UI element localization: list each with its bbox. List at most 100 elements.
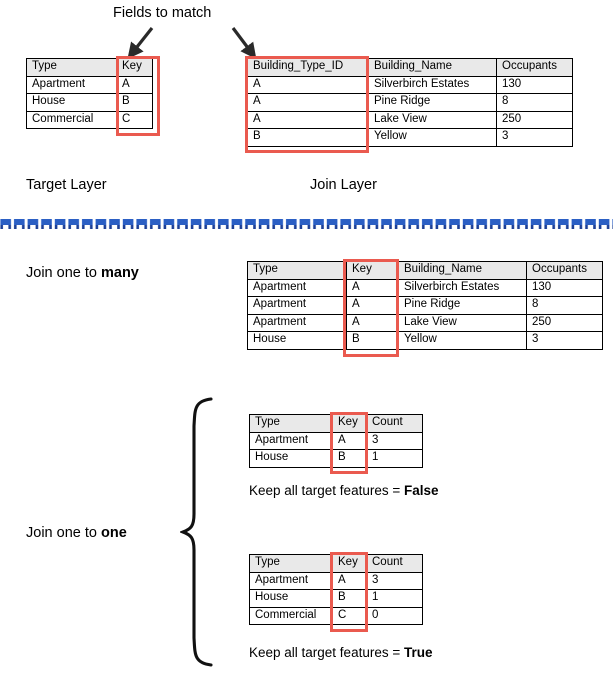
column-header-key: Key [116,58,153,77]
keep-all-false-value: False [403,483,439,498]
cell-building-type-id: B [247,128,369,147]
column-header-occupants: Occupants [526,261,603,280]
target-layer-table-wrap: Type Key Apartment A House B Commercial … [26,58,153,129]
cell-building-name: Pine Ridge [398,296,527,315]
cell-type: House [26,93,117,112]
arrow-to-join-key [231,27,257,60]
join-layer-table: Building_Type_ID Building_Name Occupants… [247,58,573,147]
cell-type: Commercial [26,110,117,129]
column-header-occupants: Occupants [496,58,573,77]
cell-type: House [249,449,333,468]
one-to-one-true-table-wrap: Type Key Count Apartment A 3 House B 1 C… [249,554,423,625]
table-row: House B [26,93,153,112]
target-layer-caption: Target Layer [26,177,107,193]
cell-count: 3 [366,431,423,450]
table-row: B Yellow 3 [247,128,573,147]
cell-key: A [116,75,153,94]
column-header-building-name: Building_Name [368,58,497,77]
cell-type: Apartment [26,75,117,94]
cell-count: 0 [366,606,423,625]
column-header-building-type-id: Building_Type_ID [247,58,369,77]
join-layer-table-wrap: Building_Type_ID Building_Name Occupants… [247,58,573,147]
column-header-key: Key [346,261,399,280]
cell-occupants: 250 [526,313,603,332]
table-row: Apartment A 3 [249,571,423,590]
cell-count: 1 [366,589,423,608]
column-header-type: Type [247,261,347,280]
table-row: Apartment A [26,75,153,94]
cell-key: A [346,296,399,315]
column-header-building-name: Building_Name [398,261,527,280]
cell-key: A [332,431,367,450]
column-header-count: Count [366,414,423,433]
table-header-row: Type Key Building_Name Occupants [247,261,603,280]
column-header-type: Type [249,554,333,573]
cell-type: House [247,331,347,350]
section-divider [0,219,613,231]
column-header-key: Key [332,554,367,573]
table-header-row: Type Key Count [249,414,423,433]
cell-occupants: 130 [526,278,603,297]
column-header-type: Type [26,58,117,77]
cell-building-name: Silverbirch Estates [368,75,497,94]
table-row: House B Yellow 3 [247,331,603,350]
cell-building-name: Silverbirch Estates [398,278,527,297]
cell-type: Apartment [249,431,333,450]
keep-all-true-value: True [403,645,433,660]
table-row: House B 1 [249,589,423,608]
table-header-row: Building_Type_ID Building_Name Occupants [247,58,573,77]
join-one-to-many-prefix: Join one to [26,265,101,281]
cell-building-type-id: A [247,110,369,129]
table-row: Apartment A Pine Ridge 8 [247,296,603,315]
cell-occupants: 8 [526,296,603,315]
cell-count: 1 [366,449,423,468]
cell-type: Apartment [247,313,347,332]
cell-building-name: Lake View [368,110,497,129]
cell-occupants: 3 [526,331,603,350]
table-row: House B 1 [249,449,423,468]
join-layer-caption: Join Layer [310,177,377,193]
table-header-row: Type Key Count [249,554,423,573]
cell-key: B [332,449,367,468]
cell-building-name: Yellow [368,128,497,147]
table-row: A Lake View 250 [247,110,573,129]
cell-building-name: Lake View [398,313,527,332]
cell-type: House [249,589,333,608]
table-row: Apartment A Lake View 250 [247,313,603,332]
cell-count: 3 [366,571,423,590]
column-header-key: Key [332,414,367,433]
table-row: A Silverbirch Estates 130 [247,75,573,94]
join-one-to-one-label: Join one to one [26,525,127,542]
column-header-type: Type [249,414,333,433]
column-header-count: Count [366,554,423,573]
cell-key: A [332,571,367,590]
fields-to-match-label: Fields to match [113,5,212,21]
join-one-to-many-label: Join one to many [26,265,139,282]
keep-all-false-prefix: Keep all target features = [249,483,404,498]
table-row: Commercial C 0 [249,606,423,625]
cell-building-type-id: A [247,75,369,94]
keep-all-false-caption: Keep all target features = False [249,483,439,499]
keep-all-true-prefix: Keep all target features = [249,645,404,660]
arrow-to-target-key [127,27,154,60]
join-one-to-many-emphasis: many [100,265,139,281]
cell-key: B [116,93,153,112]
target-layer-table: Type Key Apartment A House B Commercial … [26,58,153,129]
cell-building-name: Yellow [398,331,527,350]
one-to-many-result-table-wrap: Type Key Building_Name Occupants Apartme… [247,261,603,350]
cell-occupants: 3 [496,128,573,147]
one-to-one-false-table-wrap: Type Key Count Apartment A 3 House B 1 [249,414,423,468]
cell-occupants: 130 [496,75,573,94]
one-to-one-false-result-table: Type Key Count Apartment A 3 House B 1 [249,414,423,468]
one-to-one-true-result-table: Type Key Count Apartment A 3 House B 1 C… [249,554,423,625]
cell-key: A [346,278,399,297]
cell-building-name: Pine Ridge [368,93,497,112]
cell-key: C [332,606,367,625]
curly-brace [180,397,213,667]
cell-occupants: 250 [496,110,573,129]
cell-occupants: 8 [496,93,573,112]
table-row: Commercial C [26,110,153,129]
join-one-to-one-prefix: Join one to [26,525,101,541]
table-row: Apartment A 3 [249,431,423,450]
one-to-many-result-table: Type Key Building_Name Occupants Apartme… [247,261,603,350]
